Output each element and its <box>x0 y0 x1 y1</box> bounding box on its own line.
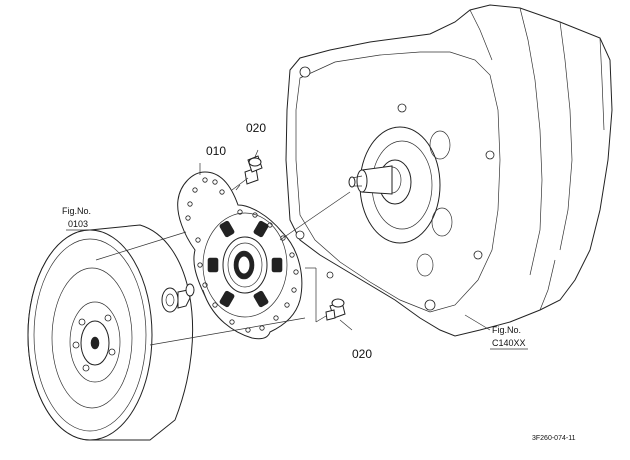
flywheel-ref-number: 0103 <box>68 219 88 229</box>
flywheel <box>27 224 193 441</box>
pilot-bearing <box>161 283 195 313</box>
bolt-lower-callout: 020 <box>352 347 372 361</box>
flywheel-ref-prefix: Fig.No. <box>62 206 91 216</box>
disc-callout: 010 <box>206 144 226 158</box>
transmission-housing <box>285 4 613 337</box>
housing-ref-prefix: Fig.No. <box>492 325 521 335</box>
drawing-code: 3F260-074-11 <box>532 435 576 442</box>
bolt-upper-callout: 020 <box>246 121 266 135</box>
housing-ref-number: C140XX <box>492 338 526 348</box>
bolt-upper <box>235 155 263 191</box>
alignment-lines <box>95 149 491 346</box>
clutch-disc <box>177 171 303 340</box>
bolt-lower <box>325 298 346 321</box>
